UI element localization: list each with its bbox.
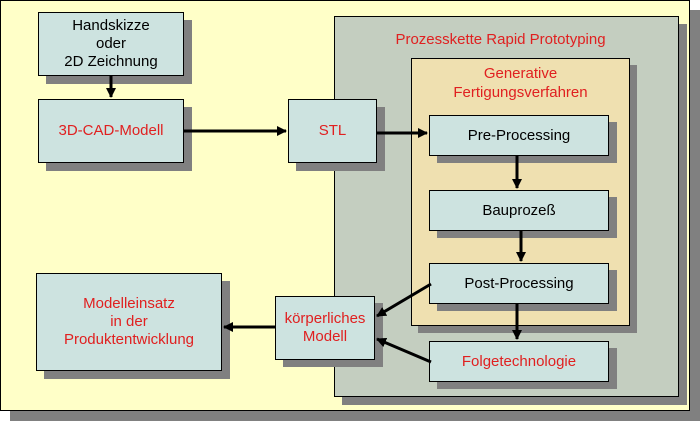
node-koerperliches-modell: körperliches Modell (275, 296, 375, 360)
node-handskizze: Handskizze oder 2D Zeichnung (38, 12, 184, 76)
node-pre-processing: Pre-Processing (429, 115, 609, 156)
arrow-post-to-koerper (376, 282, 432, 318)
node-bauprozess: Bauprozeß (429, 190, 609, 231)
node-stl: STL (288, 99, 377, 163)
arrow-folge-to-koerper (376, 337, 432, 364)
node-3d-cad-modell: 3D-CAD-Modell (38, 99, 184, 163)
process-chain-title: Prozesskette Rapid Prototyping (395, 31, 606, 48)
generative-title: Generative Fertigungsverfahren (453, 65, 588, 101)
node-folgetechnologie: Folgetechnologie (429, 341, 609, 382)
node-post-processing: Post-Processing (429, 263, 609, 304)
node-modelleinsatz: Modelleinsatz in der Produktentwicklung (36, 273, 222, 371)
